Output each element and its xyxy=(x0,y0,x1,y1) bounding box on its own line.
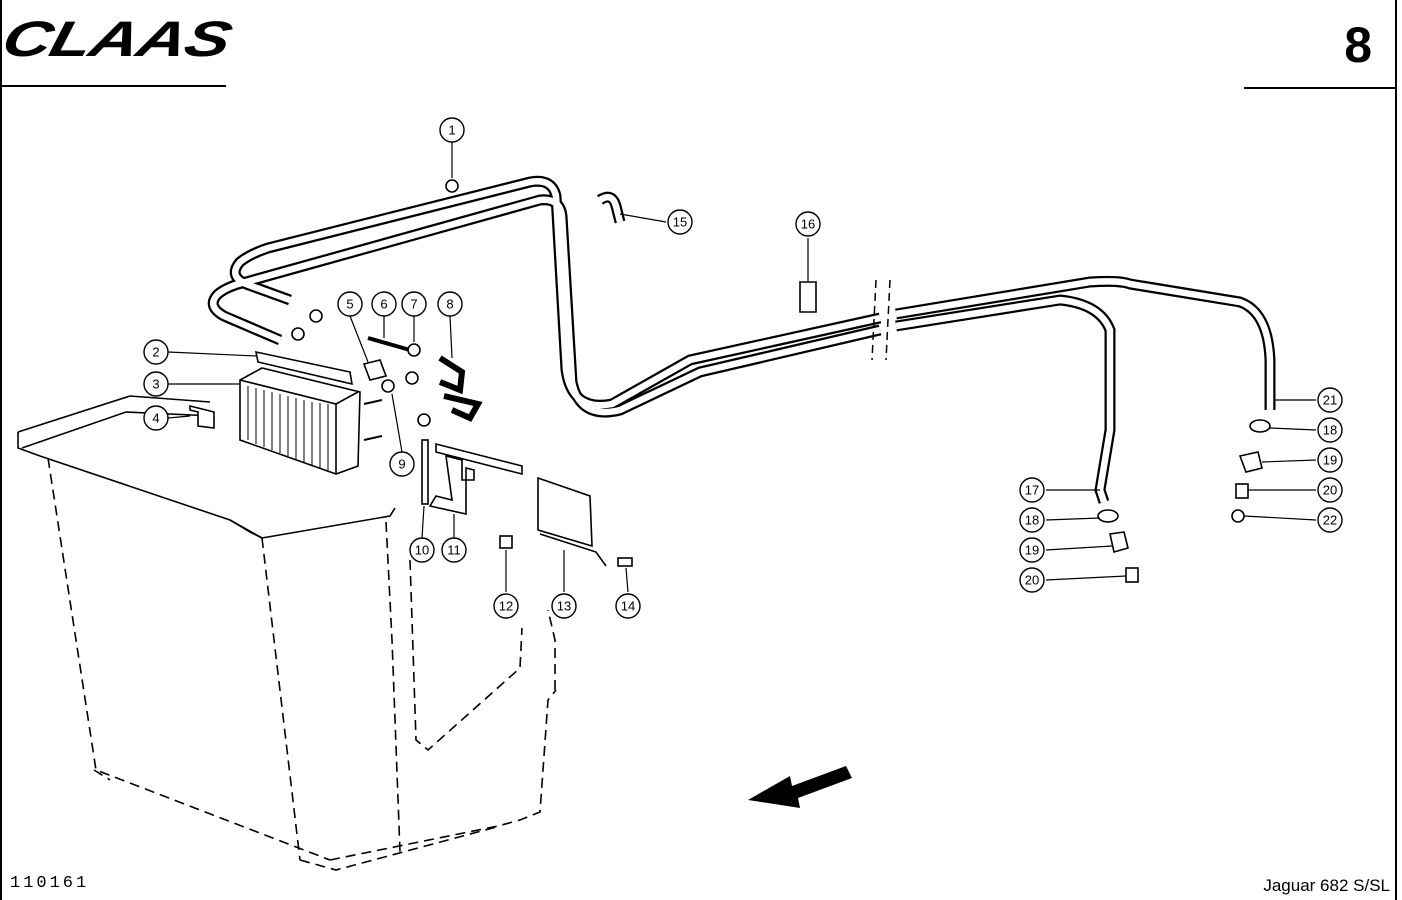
callout-a-17: 17 xyxy=(1025,483,1039,498)
callout-3: 3 xyxy=(152,377,159,392)
callout-12: 12 xyxy=(499,599,513,614)
callout-11: 11 xyxy=(447,543,461,558)
callout-7-circle xyxy=(401,291,427,317)
heater-hoses xyxy=(207,175,1276,504)
callout-2: 2 xyxy=(152,345,159,360)
callout-a-19: 19 xyxy=(1025,543,1039,558)
callout-a-20: 20 xyxy=(1025,573,1039,588)
callout-a-17-circle xyxy=(1019,477,1045,503)
arrow-left-down-icon xyxy=(748,766,852,808)
callout-16: 16 xyxy=(801,217,815,232)
callout-16-circle xyxy=(795,211,821,237)
callout-2-circle xyxy=(143,339,169,365)
callout-b-18-circle xyxy=(1317,417,1343,443)
callout-10: 10 xyxy=(415,543,429,558)
callout-b-18: 18 xyxy=(1323,423,1337,438)
callout-13: 13 xyxy=(557,599,571,614)
callout-9: 9 xyxy=(398,457,405,472)
callout-5-circle xyxy=(337,291,363,317)
callout-14-circle xyxy=(615,593,641,619)
callout-b-19: 19 xyxy=(1323,453,1337,468)
callout-b-22-circle xyxy=(1317,507,1343,533)
callout-a-20-circle xyxy=(1019,567,1045,593)
callout-a-18-circle xyxy=(1019,507,1045,533)
callout-13-circle xyxy=(551,593,577,619)
callout-b-20-circle xyxy=(1317,477,1343,503)
callout-a-18: 18 xyxy=(1025,513,1039,528)
callout-1: 1 xyxy=(448,123,455,138)
callout-1-circle xyxy=(439,117,465,143)
callout-b-19-circle xyxy=(1317,447,1343,473)
callout-6: 6 xyxy=(380,297,387,312)
callout-15: 15 xyxy=(673,215,687,230)
model-name: Jaguar 682 S/SL xyxy=(1263,876,1390,895)
callout-15-circle xyxy=(667,209,693,235)
heater-unit xyxy=(239,350,361,475)
callout-9-circle xyxy=(389,451,415,477)
fittings xyxy=(189,179,1271,583)
callout-a-19-circle xyxy=(1019,537,1045,563)
callout-3-circle xyxy=(143,371,169,397)
callout-11-circle xyxy=(441,537,467,563)
leader-lines xyxy=(167,142,1317,593)
callout-8: 8 xyxy=(446,297,453,312)
page-number: 8 xyxy=(1344,17,1372,73)
callout-5: 5 xyxy=(346,297,353,312)
drawing-number: 110161 xyxy=(10,874,90,893)
callout-7: 7 xyxy=(410,297,417,312)
callout-8-circle xyxy=(437,291,463,317)
callout-4-circle xyxy=(143,405,169,431)
callout-b-21-circle xyxy=(1317,387,1343,413)
cab-outline xyxy=(17,395,557,871)
callout-10-circle xyxy=(409,537,435,563)
callout-b-22: 22 xyxy=(1323,513,1337,528)
callout-4: 4 xyxy=(152,411,159,426)
callout-6-circle xyxy=(371,291,397,317)
callout-b-21: 21 xyxy=(1323,393,1337,408)
callout-12-circle xyxy=(493,593,519,619)
callout-b-20: 20 xyxy=(1323,483,1337,498)
callout-14: 14 xyxy=(621,599,635,614)
